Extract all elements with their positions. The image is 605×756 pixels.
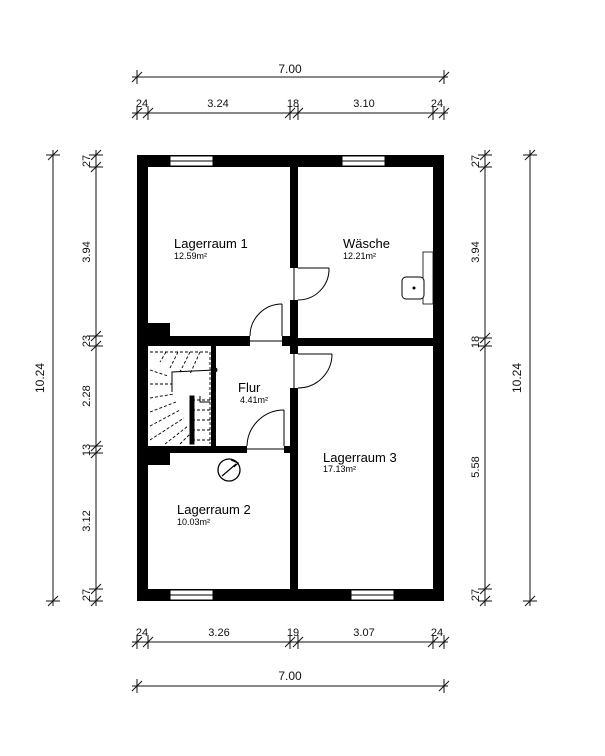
room-name: Lagerraum 1 [174, 236, 248, 251]
dim-bottom-part: 3.26 [208, 627, 229, 639]
room-name: Lagerraum 3 [323, 450, 397, 465]
wall-pillar [148, 323, 170, 336]
room-area: 12.21m² [343, 251, 376, 261]
dim-bottom-part: 3.07 [353, 627, 374, 639]
dim-left-part: 3.94 [81, 241, 93, 262]
dim-left-part: 27 [81, 589, 93, 601]
door-swing-waesche [297, 267, 330, 301]
dim-top-total: 7.00 [278, 62, 302, 76]
dim-left-part: 2.28 [81, 385, 93, 406]
stair-arrow [171, 367, 218, 445]
dim-right-total: 10.24 [510, 363, 524, 393]
dim-right-part: 5.58 [470, 456, 482, 477]
dim-left-part: 3.12 [81, 510, 93, 531]
sink [401, 251, 434, 305]
dim-bottom-part: 19 [287, 627, 299, 639]
dim-right-part: 27 [470, 589, 482, 601]
dim-left-total: 10.24 [33, 363, 47, 393]
dim-left-part: 23 [81, 335, 93, 347]
dim-top-part: 3.24 [207, 98, 228, 110]
room-name: Wäsche [343, 236, 390, 251]
dim-right-part: 3.94 [470, 241, 482, 262]
door-swing-lager1 [249, 303, 283, 337]
dim-top-part: 24 [431, 98, 443, 110]
dim-bottom-part: 24 [136, 627, 148, 639]
staircase [149, 351, 211, 445]
wall-stair-partition [211, 346, 216, 446]
doors [246, 267, 333, 453]
wall-exterior-left [137, 155, 148, 601]
wall-waesche-south [298, 338, 433, 346]
boiler [217, 458, 241, 482]
dim-left-part: 13 [81, 444, 93, 456]
room-area: 4.41m² [240, 395, 268, 405]
room-area: 17.13m² [323, 464, 356, 474]
dim-right-part: 18 [470, 336, 482, 348]
dim-top-part: 24 [136, 98, 148, 110]
room-area: 12.59m² [174, 251, 207, 261]
dim-bottom-part: 24 [431, 627, 443, 639]
wall-lager1-south [148, 336, 290, 346]
dim-left-part: 27 [81, 155, 93, 167]
wall-flur-south [148, 446, 290, 453]
dim-top-part: 3.10 [353, 98, 374, 110]
door-swing-lager3 [297, 353, 333, 389]
wall-pillar [148, 453, 170, 465]
dim-bottom-total: 7.00 [278, 669, 302, 683]
room-name: Flur [238, 380, 261, 395]
room-name: Lagerraum 2 [177, 502, 251, 517]
dimension-lines [46, 70, 537, 693]
door-swing-lager2 [246, 409, 285, 447]
room-area: 10.03m² [177, 517, 210, 527]
dim-right-part: 27 [470, 155, 482, 167]
dim-top-part: 18 [287, 98, 299, 110]
room-labels: Lagerraum 1 12.59m² Wäsche 12.21m² Flur … [174, 236, 397, 527]
wall-exterior-right [433, 155, 444, 601]
windows [169, 155, 395, 601]
